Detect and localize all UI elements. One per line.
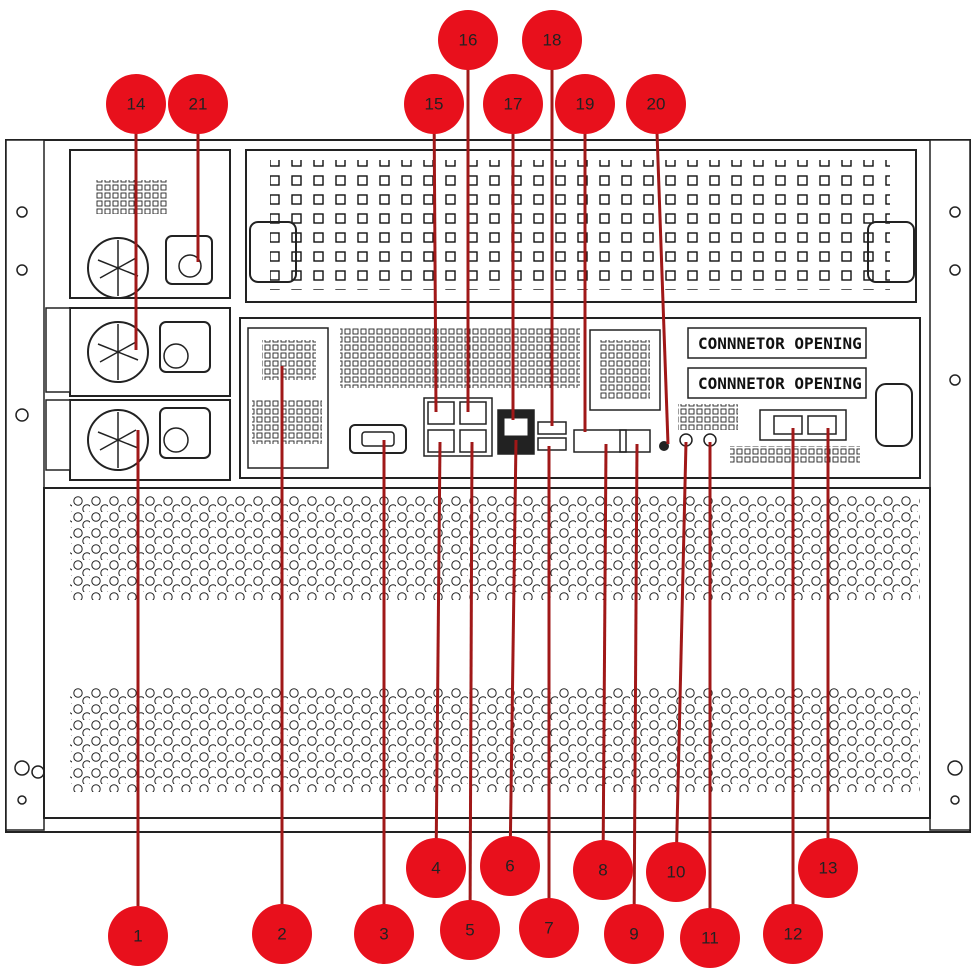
psu-middle xyxy=(45,307,231,397)
callout-2: 2 xyxy=(252,904,312,964)
callout-21: 21 xyxy=(168,74,228,134)
leader-line-8 xyxy=(601,443,608,871)
callout-17: 17 xyxy=(483,74,543,134)
callout-label-2: 2 xyxy=(277,925,286,944)
callout-label-10: 10 xyxy=(667,863,686,882)
callout-11: 11 xyxy=(680,908,740,968)
callout-6: 6 xyxy=(480,836,540,896)
callout-circle-6 xyxy=(480,836,540,896)
callout-circle-4 xyxy=(406,838,466,898)
callout-label-7: 7 xyxy=(544,919,553,938)
callout-circle-15 xyxy=(404,74,464,134)
callout-label-20: 20 xyxy=(647,95,666,114)
callout-15: 15 xyxy=(404,74,464,134)
callout-19: 19 xyxy=(555,74,615,134)
callout-5: 5 xyxy=(440,900,500,960)
callout-circle-13 xyxy=(798,838,858,898)
callout-9: 9 xyxy=(604,904,664,964)
psu-top xyxy=(69,149,231,299)
psu-bottom xyxy=(45,399,231,481)
callout-label-4: 4 xyxy=(431,859,440,878)
lower-vent-panel xyxy=(43,487,931,819)
callout-label-3: 3 xyxy=(379,925,388,944)
leader-line-20 xyxy=(654,103,670,445)
callout-circle-3 xyxy=(354,904,414,964)
leader-line-10 xyxy=(674,441,688,873)
callout-label-15: 15 xyxy=(425,95,444,114)
callout-label-8: 8 xyxy=(598,861,607,880)
callout-7: 7 xyxy=(519,898,579,958)
callout-label-14: 14 xyxy=(127,95,146,114)
callout-label-11: 11 xyxy=(701,929,719,948)
callout-label-21: 21 xyxy=(189,95,208,114)
callout-circle-16 xyxy=(438,10,498,70)
callout-label-5: 5 xyxy=(465,921,474,940)
callout-label-13: 13 xyxy=(819,859,838,878)
callout-label-16: 16 xyxy=(459,31,478,50)
connector-opening-label-1: CONNNETOR OPENING xyxy=(698,334,862,353)
callout-circle-7 xyxy=(519,898,579,958)
callout-circle-1 xyxy=(108,906,168,966)
callout-20: 20 xyxy=(626,74,686,134)
callout-label-9: 9 xyxy=(629,925,638,944)
connector-opening-label-2: CONNNETOR OPENING xyxy=(698,374,862,393)
callout-12: 12 xyxy=(763,904,823,964)
callout-circle-11 xyxy=(680,908,740,968)
callout-circle-20 xyxy=(626,74,686,134)
callout-circle-8 xyxy=(573,840,633,900)
callout-circle-21 xyxy=(168,74,228,134)
leader-line-15 xyxy=(432,103,438,413)
callout-circle-12 xyxy=(763,904,823,964)
callout-label-12: 12 xyxy=(784,925,803,944)
leader-lines xyxy=(134,40,830,938)
callout-18: 18 xyxy=(522,10,582,70)
callout-circle-10 xyxy=(646,842,706,902)
callout-13: 13 xyxy=(798,838,858,898)
callout-circle-2 xyxy=(252,904,312,964)
leader-line-6 xyxy=(508,439,518,867)
callout-label-17: 17 xyxy=(504,95,523,114)
leader-line-4 xyxy=(434,441,442,869)
callout-circle-17 xyxy=(483,74,543,134)
callout-label-6: 6 xyxy=(505,857,514,876)
callout-3: 3 xyxy=(354,904,414,964)
leader-line-5 xyxy=(468,441,474,931)
callout-circle-18 xyxy=(522,10,582,70)
callout-circle-9 xyxy=(604,904,664,964)
callout-label-1: 1 xyxy=(133,927,142,946)
callout-label-18: 18 xyxy=(543,31,562,50)
callout-1: 1 xyxy=(108,906,168,966)
callout-16: 16 xyxy=(438,10,498,70)
callout-10: 10 xyxy=(646,842,706,902)
io-panel: CONNNETOR OPENING CONNNETOR OPENING xyxy=(239,317,921,479)
callout-4: 4 xyxy=(406,838,466,898)
callout-circle-14 xyxy=(106,74,166,134)
callout-circle-19 xyxy=(555,74,615,134)
leader-line-9 xyxy=(632,443,639,935)
top-drive-bay xyxy=(245,149,917,303)
callout-circle-5 xyxy=(440,900,500,960)
callout-8: 8 xyxy=(573,840,633,900)
callout-label-19: 19 xyxy=(576,95,595,114)
callout-14: 14 xyxy=(106,74,166,134)
